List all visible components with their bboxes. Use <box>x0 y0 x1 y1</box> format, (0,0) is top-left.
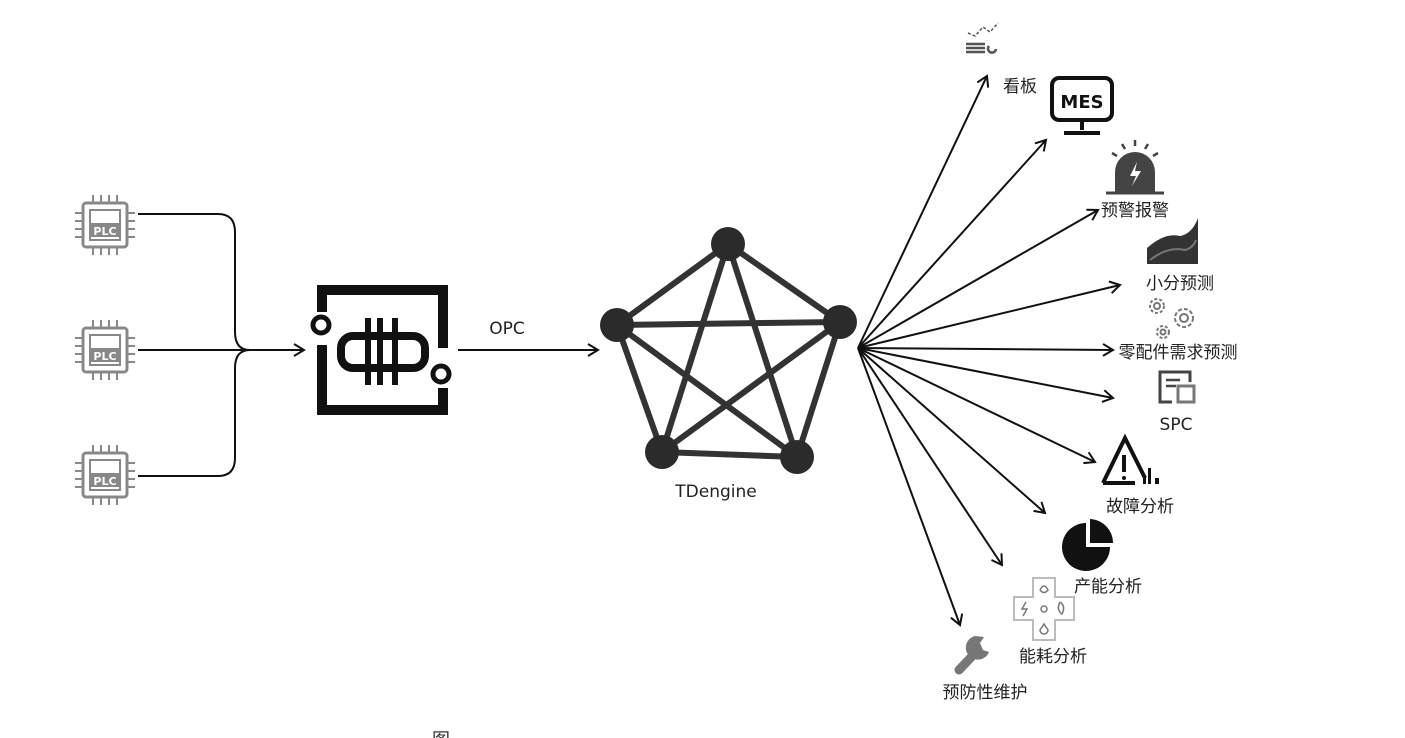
plc-label: PLC <box>93 475 116 488</box>
consumer-label: SPC <box>1160 415 1193 435</box>
plc-label: PLC <box>93 225 116 238</box>
opc-gateway-icon <box>310 285 452 415</box>
consumer-label: 小分预测 <box>1146 274 1214 294</box>
plc-source-3: PLC <box>73 443 137 507</box>
warning-chart-icon <box>1101 433 1159 485</box>
consumer-label: 看板 <box>1003 77 1037 97</box>
consumer-label: MES <box>1060 92 1103 113</box>
energy-icon <box>1013 577 1075 641</box>
consumer-label: 零配件需求预测 <box>1119 343 1238 363</box>
tdengine-cluster-icon <box>600 227 857 474</box>
plc-label: PLC <box>93 350 116 363</box>
alarm-siren-icon <box>1106 140 1164 195</box>
spc-document-chip-icon <box>1158 370 1196 404</box>
gears-icon <box>1149 298 1194 339</box>
consumer-label: 预防性维护 <box>943 683 1028 703</box>
fanout-arrows <box>857 74 1122 627</box>
consumer-label: 产能分析 <box>1074 577 1142 597</box>
consumer-label: 能耗分析 <box>1019 647 1087 667</box>
figure-caption: 图 <box>432 730 450 738</box>
merge-bracket <box>138 213 306 477</box>
dashboard-icon <box>966 22 999 54</box>
wrench-icon <box>954 636 989 675</box>
mes-monitor-icon: MES <box>1050 76 1114 135</box>
plc-source-2: PLC <box>73 318 137 382</box>
protocol-label: OPC <box>489 319 525 339</box>
plc-source-1: PLC <box>73 193 137 257</box>
consumer-label: 故障分析 <box>1106 497 1174 517</box>
consumer-label: 预警报警 <box>1101 201 1169 221</box>
area-chart-icon <box>1147 218 1198 264</box>
database-label: TDengine <box>674 482 756 502</box>
pie-chart-icon <box>1062 519 1113 571</box>
